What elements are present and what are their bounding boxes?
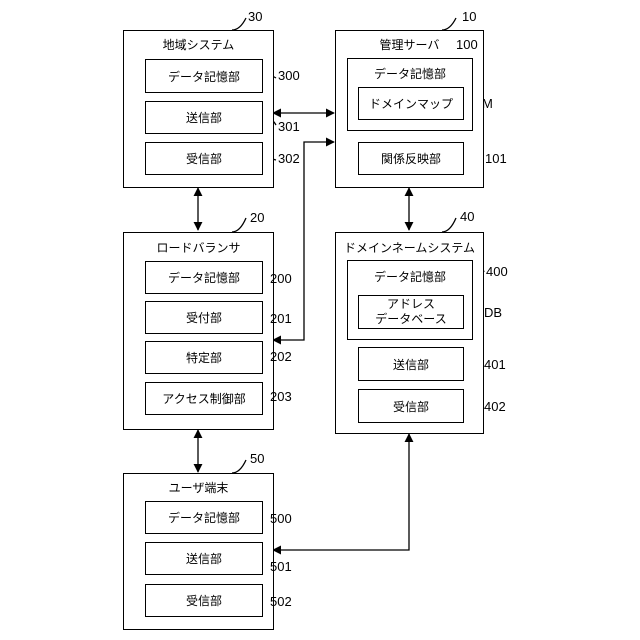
- dns-receiver-block: 受信部: [358, 389, 464, 423]
- terminal-sender-ref: 501: [270, 559, 292, 574]
- dns-title: ドメインネームシステム: [336, 239, 483, 256]
- address-database-label-line1: アドレス: [387, 297, 435, 312]
- dns-sender-ref: 401: [484, 357, 506, 372]
- user-terminal-title: ユーザ端末: [124, 479, 273, 496]
- regional-storage-ref: 300: [278, 68, 300, 83]
- address-database-label-line2: データベース: [375, 312, 446, 327]
- terminal-storage-ref: 500: [270, 511, 292, 526]
- regional-system-title: 地域システム: [124, 36, 273, 53]
- address-database-ref: DB: [484, 305, 502, 320]
- relation-reflection-ref: 101: [485, 151, 507, 166]
- terminal-sender-block: 送信部: [145, 542, 263, 575]
- load-balancer-title: ロードバランサ: [124, 239, 273, 256]
- regional-receiver-ref: 302: [278, 151, 300, 166]
- regional-system-ref: 30: [248, 9, 262, 24]
- management-server-ref: 10: [462, 9, 476, 24]
- relation-reflection-block: 関係反映部: [358, 142, 464, 175]
- terminal-receiver-block: 受信部: [145, 584, 263, 617]
- server-storage-label: データ記憶部: [348, 65, 472, 82]
- terminal-storage-block: データ記憶部: [145, 501, 263, 534]
- regional-storage-block: データ記憶部: [145, 59, 263, 93]
- arrow-40-50: [273, 434, 409, 550]
- lb-access-control-block: アクセス制御部: [145, 382, 263, 415]
- address-database-block: アドレス データベース: [358, 295, 464, 329]
- lb-identification-block: 特定部: [145, 341, 263, 374]
- regional-receiver-block: 受信部: [145, 142, 263, 175]
- domain-map-block: ドメインマップ: [358, 87, 464, 120]
- lb-access-control-ref: 203: [270, 389, 292, 404]
- lb-storage-block: データ記憶部: [145, 261, 263, 294]
- domain-map-ref: M: [482, 96, 493, 111]
- lb-receiver-block: 受付部: [145, 301, 263, 334]
- lb-storage-ref: 200: [270, 271, 292, 286]
- dns-sender-block: 送信部: [358, 347, 464, 381]
- dns-receiver-ref: 402: [484, 399, 506, 414]
- lb-identification-ref: 202: [270, 349, 292, 364]
- server-storage-ref: 100: [456, 37, 478, 52]
- load-balancer-ref: 20: [250, 210, 264, 225]
- terminal-receiver-ref: 502: [270, 594, 292, 609]
- regional-sender-ref: 301: [278, 119, 300, 134]
- lb-receiver-ref: 201: [270, 311, 292, 326]
- dns-storage-ref: 400: [486, 264, 508, 279]
- regional-sender-block: 送信部: [145, 101, 263, 134]
- dns-storage-label: データ記憶部: [348, 268, 472, 285]
- dns-ref: 40: [460, 209, 474, 224]
- user-terminal-ref: 50: [250, 451, 264, 466]
